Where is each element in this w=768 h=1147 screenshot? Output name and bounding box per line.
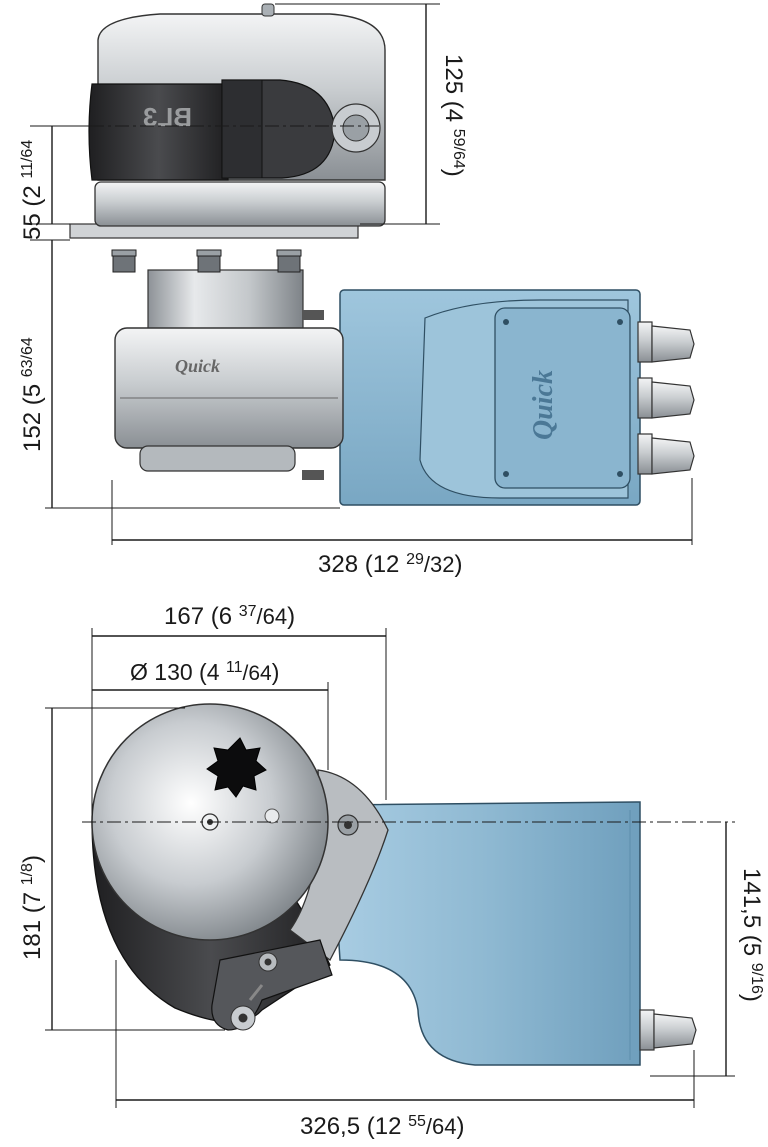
dim-328-frac-num: 29 (406, 551, 424, 568)
dim-55-frac: 11/64 (19, 140, 36, 179)
dimension-lines-side (30, 3, 693, 545)
dim-130-frac-num: 11 (226, 659, 243, 676)
dim-326-main: 326,5 (12 (300, 1113, 408, 1140)
dim-130-main: Ø 130 (4 (130, 659, 226, 685)
gearbox-side: Quick (114, 269, 344, 480)
dim-125-frac: 59/64 (450, 129, 467, 169)
cable-glands-side (637, 321, 695, 475)
dim-125: 125 (4 59/64) (440, 54, 467, 177)
dim-141-main: 141,5 (5 (738, 868, 765, 963)
dim-152-frac: 63/64 (19, 337, 36, 377)
dim-326-frac-den: /64 (426, 1114, 457, 1139)
gypsy-marking: BL3 (143, 102, 192, 132)
dim-55: 55 (2 11/64 (19, 140, 46, 240)
svg-text:125 (4 59/64): 125 (4 59/64) (440, 54, 467, 177)
quick-logo-side: Quick (528, 370, 559, 440)
gypsy-rubber (88, 83, 229, 181)
hole-side (331, 103, 381, 153)
dim-125-close: ) (440, 169, 467, 177)
dim-167-close: ) (287, 603, 295, 630)
dim-167: 167 (6 37/64) (164, 603, 295, 630)
dim-152: 152 (5 63/64 (19, 337, 46, 452)
dim-181-close: ) (19, 855, 46, 863)
dim-167-main: 167 (6 (164, 603, 239, 630)
dim-181-main: 181 (7 (19, 885, 46, 960)
clamp-bolt-1 (258, 952, 278, 972)
dimension-lines-top (45, 628, 735, 1108)
dim-181: 181 (7 1/8) (19, 855, 46, 960)
dim-141-frac: 9/16 (748, 963, 765, 994)
svg-text:181 (7 1/8): 181 (7 1/8) (19, 855, 46, 960)
dim-125-main: 125 (4 (440, 54, 467, 129)
motor-housing-top (329, 801, 641, 1066)
dim-328-close: ) (454, 551, 462, 578)
dim-167-frac-den: /64 (257, 604, 288, 629)
dim-328-frac-den: /32 (424, 552, 455, 577)
winch-handle-socket-icon (206, 737, 267, 798)
arm-bolt (337, 814, 359, 836)
svg-text:152 (5 63/64: 152 (5 63/64 (19, 337, 46, 452)
side-view: Quick Quick (19, 3, 695, 578)
dim-141-close: ) (738, 994, 765, 1002)
clamp-bolt-2 (230, 1005, 256, 1031)
dim-326-close: ) (456, 1113, 464, 1140)
hinge (221, 79, 263, 179)
dim-130-frac-den: /64 (243, 662, 273, 685)
dim-130-close: ) (272, 659, 280, 685)
dim-181-frac: 1/8 (19, 863, 36, 885)
deck-bolts (111, 249, 302, 273)
motor-housing-side: Quick (339, 289, 641, 506)
svg-text:55 (2 11/64: 55 (2 11/64 (19, 140, 46, 240)
dim-141-5: 141,5 (5 9/16) (738, 868, 765, 1002)
quick-logo-gearbox: Quick (175, 356, 220, 376)
cap-pin (261, 3, 275, 17)
dim-130: Ø 130 (4 11/64) (130, 659, 279, 685)
svg-text:141,5 (5 9/16): 141,5 (5 9/16) (738, 868, 765, 1002)
dim-328: 328 (12 29/32) (318, 551, 462, 578)
dim-328-main: 328 (12 (318, 551, 406, 578)
cable-gland-top (639, 1009, 697, 1051)
dim-55-main: 55 (2 (19, 179, 46, 240)
dim-167-frac-num: 37 (239, 603, 257, 620)
top-view: 167 (6 37/64) Ø 130 (4 11/64) 181 (7 1/8… (19, 603, 765, 1140)
dim-152-main: 152 (5 (19, 377, 46, 452)
top-base (94, 181, 386, 227)
dim-326-5: 326,5 (12 55/64) (300, 1113, 464, 1140)
dim-326-frac-num: 55 (408, 1113, 426, 1130)
